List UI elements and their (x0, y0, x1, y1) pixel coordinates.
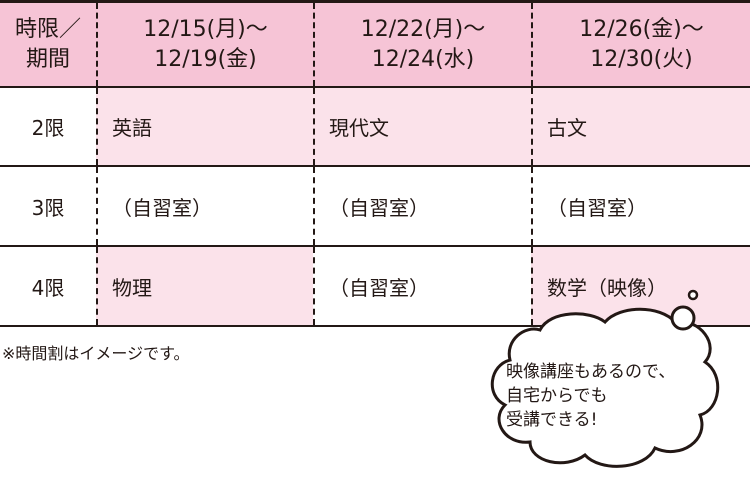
period-label: 2限 (31, 116, 65, 140)
bubble-line: 自宅からでも (506, 386, 608, 406)
subject-cell: （自習室） (313, 167, 531, 245)
period-label: 4限 (31, 275, 65, 300)
subject-cell: 英語 (96, 88, 313, 165)
subject-cell: （自習室） (313, 247, 531, 325)
table-row: 2限 英語 現代文 古文 (0, 88, 750, 167)
subject-cell: 現代文 (313, 88, 531, 165)
subject-cell: （自習室） (531, 167, 750, 245)
week-end: 12/19(金) (154, 46, 257, 72)
week-header-2: 12/22(月)～ 12/24(水) (313, 3, 531, 86)
table-row: 3限 （自習室） （自習室） （自習室） (0, 167, 750, 247)
period-label: 3限 (31, 195, 65, 220)
week-start: 12/22(月)～ (360, 16, 486, 42)
week-end: 12/24(水) (371, 46, 475, 72)
week-start: 12/26(金)～ (579, 16, 704, 42)
subject-cell: 物理 (96, 247, 313, 325)
bubble-line: 映像講座もあるので、 (506, 362, 676, 382)
corner-header: 時限／ 期間 (0, 3, 96, 86)
subject-cell: （自習室） (96, 167, 313, 245)
week-header-1: 12/15(月)～ 12/19(金) (96, 3, 313, 86)
week-header-3: 12/26(金)～ 12/30(火) (531, 3, 750, 86)
footnote: ※時間割はイメージです。 (2, 344, 190, 363)
bubble-text: 映像講座もあるので、 自宅からでも 受講できる! (506, 360, 675, 432)
corner-line1: 時限／ (14, 16, 81, 42)
corner-line2: 期間 (25, 46, 70, 72)
week-start: 12/15(月)～ (143, 16, 268, 42)
bubble-line: 受講できる! (506, 410, 598, 430)
week-end: 12/30(火) (590, 46, 693, 72)
subject-cell: 古文 (531, 88, 750, 165)
header-row: 時限／ 期間 12/15(月)～ 12/19(金) 12/22(月)～ 12/24(水… (0, 0, 750, 88)
